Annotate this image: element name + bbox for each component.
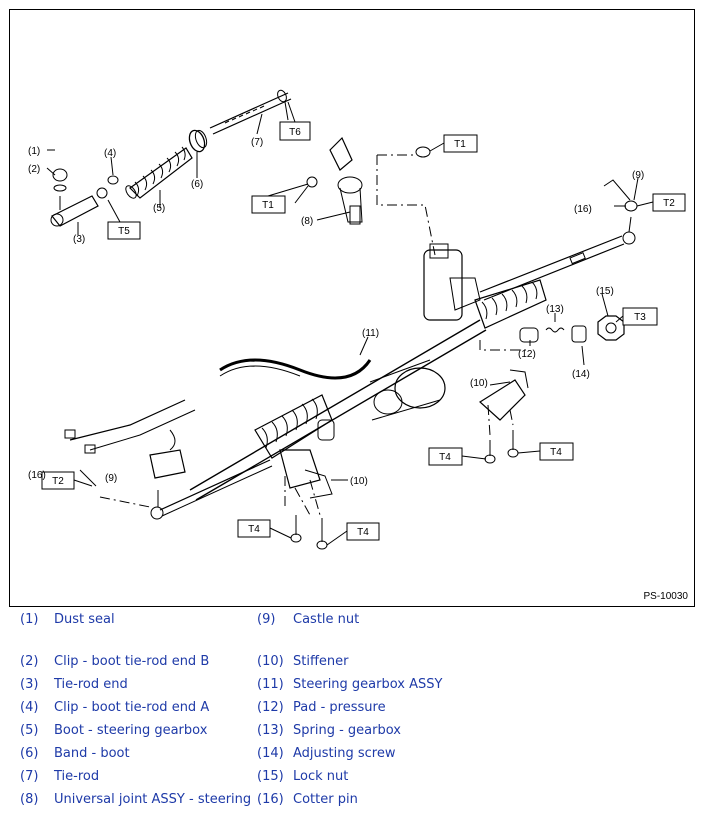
legend-row: (7) Tie-rod (15) Lock nut: [0, 769, 704, 789]
diagram-frame: T6 T5 T1 T1 T2 T3 T4 T4 T2 T4 T4 (1) (2)…: [9, 9, 695, 607]
svg-text:T1: T1: [454, 139, 466, 150]
svg-text:T4: T4: [550, 447, 562, 458]
legend-label: Stiffener: [293, 654, 349, 669]
callout-labels: (1) (2) (3) (4) (5) (6) (7) (8) (9) (9) …: [28, 137, 644, 487]
legend-num: (3): [20, 677, 39, 692]
legend-num: (1): [20, 612, 39, 627]
legend-num: (4): [20, 700, 39, 715]
callout-16-left: (16): [28, 470, 46, 481]
legend-num: (8): [20, 792, 39, 807]
legend-label: Tie-rod: [54, 769, 100, 784]
callout-10-left: (10): [350, 476, 368, 487]
torque-tag-t6: T6: [279, 121, 311, 141]
legend-row: (3) Tie-rod end (11) Steering gearbox ASSY: [0, 677, 704, 697]
callout-7: (7): [251, 137, 263, 148]
torque-tag-t4c: T4: [237, 519, 271, 538]
callout-2: (2): [28, 164, 40, 175]
torque-tag-t1b: T1: [251, 195, 286, 214]
svg-text:T4: T4: [357, 527, 369, 538]
callout-8: (8): [301, 216, 313, 227]
legend-row: (2) Clip - boot tie-rod end B (10) Stiffen…: [0, 654, 704, 674]
legend-num: (5): [20, 723, 39, 738]
legend-row: (1) Dust seal (9) Castle nut: [0, 612, 704, 632]
callout-9-left: (9): [105, 473, 117, 484]
svg-text:T1: T1: [262, 200, 274, 211]
torque-tag-t4a: T4: [428, 447, 463, 466]
legend-label: Dust seal: [54, 612, 115, 627]
legend-num: (16): [257, 792, 284, 807]
svg-text:T5: T5: [118, 226, 130, 237]
legend-label: Boot - steering gearbox: [54, 723, 208, 738]
legend-row: (5) Boot - steering gearbox (13) Spring - …: [0, 723, 704, 743]
torque-tag-t2b: T2: [41, 471, 75, 490]
legend-row: (8) Universal joint ASSY - steering (16) C…: [0, 792, 704, 812]
callout-12: (12): [518, 349, 536, 360]
callout-10-right: (10): [470, 378, 488, 389]
legend-num: (12): [257, 700, 284, 715]
legend-label: Tie-rod end: [54, 677, 128, 692]
legend-num: (14): [257, 746, 284, 761]
legend-label: Clip - boot tie-rod end A: [54, 700, 210, 715]
torque-tags: T6 T5 T1 T1 T2 T3 T4 T4 T2 T4 T4: [41, 101, 686, 546]
legend-num: (2): [20, 654, 39, 669]
callout-5: (5): [153, 203, 165, 214]
legend-num: (9): [257, 612, 276, 627]
callout-1: (1): [28, 146, 40, 157]
legend-num: (13): [257, 723, 284, 738]
callout-16-right: (16): [574, 204, 592, 215]
torque-tag-t3: T3: [622, 307, 658, 326]
universal-joint: [294, 136, 436, 256]
legend-label: Adjusting screw: [293, 746, 396, 761]
legend-label: Castle nut: [293, 612, 360, 627]
legend-label: Band - boot: [54, 746, 130, 761]
callout-4: (4): [104, 148, 116, 159]
legend-label: Universal joint ASSY - steering: [54, 792, 252, 807]
exploded-view-diagram: T6 T5 T1 T1 T2 T3 T4 T4 T2 T4 T4 (1) (2)…: [28, 89, 686, 550]
svg-text:T4: T4: [248, 524, 260, 535]
legend-row: (4) Clip - boot tie-rod end A (12) Pad - p…: [0, 700, 704, 720]
legend-label: Clip - boot tie-rod end B: [54, 654, 210, 669]
svg-text:T2: T2: [52, 476, 64, 487]
torque-tag-t4b: T4: [539, 442, 574, 461]
right-tie-rod-end: [479, 177, 639, 301]
callout-11: (11): [362, 328, 379, 339]
svg-text:T3: T3: [634, 312, 646, 323]
svg-text:T4: T4: [439, 452, 451, 463]
svg-text:T2: T2: [663, 198, 675, 209]
parts-legend: (1) Dust seal (9) Castle nut (2) Clip - boo…: [0, 612, 704, 823]
callout-3: (3): [73, 234, 85, 245]
upper-left-tie-rod-assembly: [46, 89, 292, 235]
callout-15: (15): [596, 286, 614, 297]
legend-label: Spring - gearbox: [293, 723, 401, 738]
legend-label: Steering gearbox ASSY: [293, 677, 443, 692]
legend-num: (6): [20, 746, 39, 761]
torque-tag-t2a: T2: [652, 193, 686, 212]
svg-text:T6: T6: [289, 127, 301, 138]
callout-13: (13): [546, 304, 564, 315]
legend-num: (7): [20, 769, 39, 784]
callout-14: (14): [572, 369, 590, 380]
legend-num: (11): [257, 677, 284, 692]
legend-num: (10): [257, 654, 284, 669]
torque-tag-t1a: T1: [443, 134, 478, 153]
legend-row: (6) Band - boot (14) Adjusting screw: [0, 746, 704, 766]
legend-label: Lock nut: [293, 769, 349, 784]
legend-label: Cotter pin: [293, 792, 358, 807]
torque-tag-t5: T5: [107, 221, 141, 240]
callout-6: (6): [191, 179, 203, 190]
figure-id: PS-10030: [643, 591, 688, 602]
gearbox-assembly: [64, 205, 626, 550]
legend-label: Pad - pressure: [293, 700, 386, 715]
torque-tag-t4d: T4: [346, 522, 380, 541]
legend-num: (15): [257, 769, 284, 784]
callout-9-right: (9): [632, 170, 644, 181]
